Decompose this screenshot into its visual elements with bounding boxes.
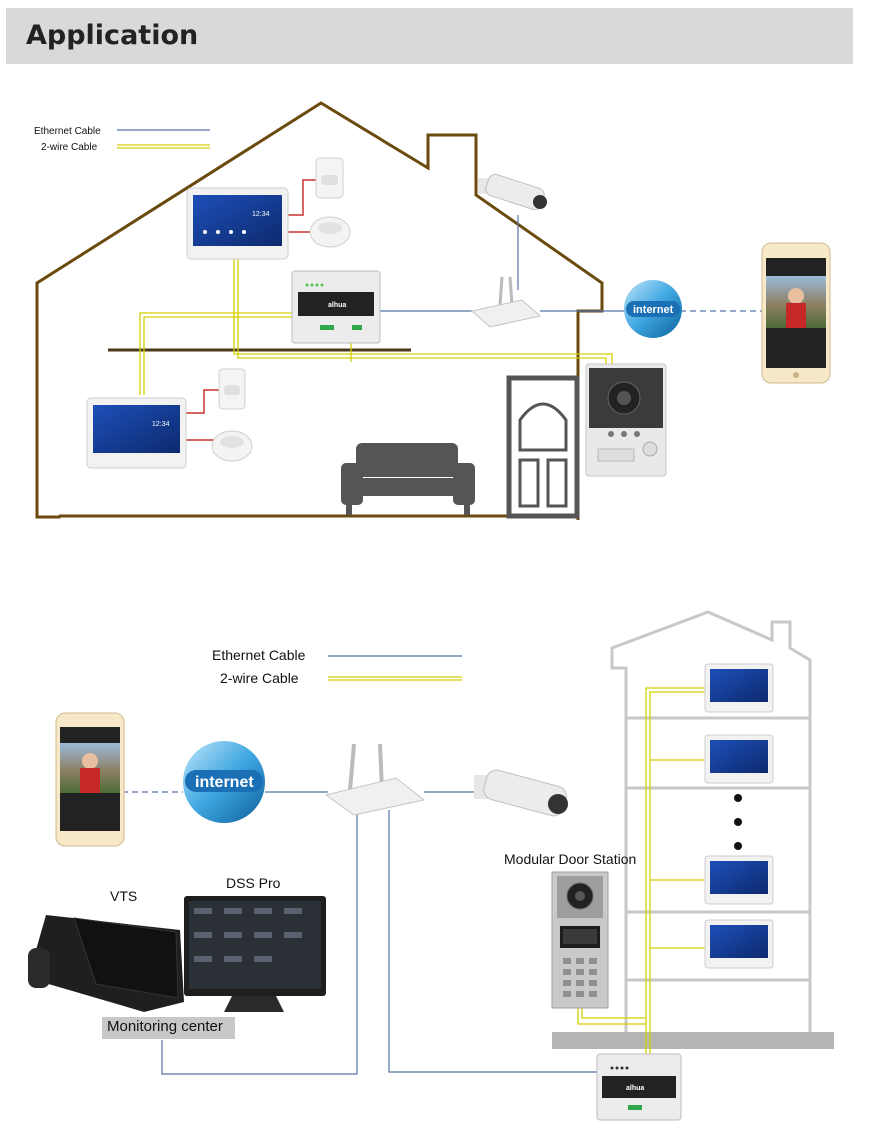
apartment-monitor-1 — [704, 663, 774, 713]
dss-pro-computer-icon — [184, 896, 326, 1012]
internet-globe-bottom-icon: internet — [183, 741, 265, 823]
apartment-monitor-4 — [704, 919, 774, 969]
apartment-monitor-3 — [704, 855, 774, 905]
internet-label: internet — [633, 304, 674, 316]
router-bottom-icon — [324, 743, 426, 816]
network-switch-bottom: alhua — [596, 1053, 682, 1121]
apartment-building-outline — [610, 610, 812, 1032]
smartphone-icon — [761, 242, 831, 384]
apartment-monitor-2 — [704, 734, 774, 784]
legend-ethernet-label: Ethernet Cable — [34, 126, 101, 137]
smoke-detector-icon — [309, 216, 351, 248]
monitor-clock: 12:34 — [252, 211, 270, 218]
bullet-camera-bottom-icon — [474, 769, 568, 817]
bottom-legend-ethernet-label: Ethernet Cable — [212, 647, 306, 663]
villa-door-station-icon — [585, 363, 667, 477]
section-title: Application — [26, 20, 199, 51]
door-icon — [506, 375, 580, 519]
indoor-monitor-lower: 12:34 — [86, 397, 187, 469]
switch-brand-bottom: alhua — [626, 1085, 644, 1092]
internet-label-bottom: internet — [195, 774, 254, 791]
monitoring-center-label: Monitoring center — [107, 1018, 223, 1035]
section-header: Application — [6, 8, 853, 64]
bottom-legend: Ethernet Cable 2-wire Cable — [212, 647, 462, 686]
sofa-icon — [341, 443, 475, 515]
bottom-ethernet-cables — [122, 791, 597, 1075]
vts-console-icon — [28, 915, 184, 1012]
smoke-detector-lower-icon — [211, 430, 253, 462]
motion-sensor-icon — [315, 157, 344, 199]
monitor-clock-lower: 12:34 — [152, 421, 170, 428]
switch-brand: alhua — [328, 302, 346, 309]
smartphone-bottom-icon — [55, 712, 125, 847]
modular-door-station-label: Modular Door Station — [504, 851, 636, 867]
top-legend: Ethernet Cable 2-wire Cable — [34, 126, 210, 153]
bullet-camera-icon — [478, 173, 547, 211]
motion-sensor-lower-icon — [218, 368, 246, 410]
router-icon — [470, 276, 542, 328]
bottom-2wire-cables — [577, 687, 705, 1063]
building-ground — [552, 1032, 834, 1049]
top-ethernet-cables — [380, 215, 762, 312]
legend-2wire-label: 2-wire Cable — [41, 142, 98, 153]
floor-dots — [734, 794, 742, 850]
dss-pro-label: DSS Pro — [226, 875, 281, 891]
monitoring-center-box — [102, 1017, 235, 1039]
vts-label: VTS — [110, 888, 137, 904]
network-switch-top: alhua — [291, 270, 381, 344]
internet-globe-icon: internet — [624, 280, 682, 338]
bottom-legend-2wire-label: 2-wire Cable — [220, 670, 299, 686]
modular-door-station-icon — [551, 871, 609, 1009]
indoor-monitor-upper: 12:34 — [186, 187, 289, 260]
